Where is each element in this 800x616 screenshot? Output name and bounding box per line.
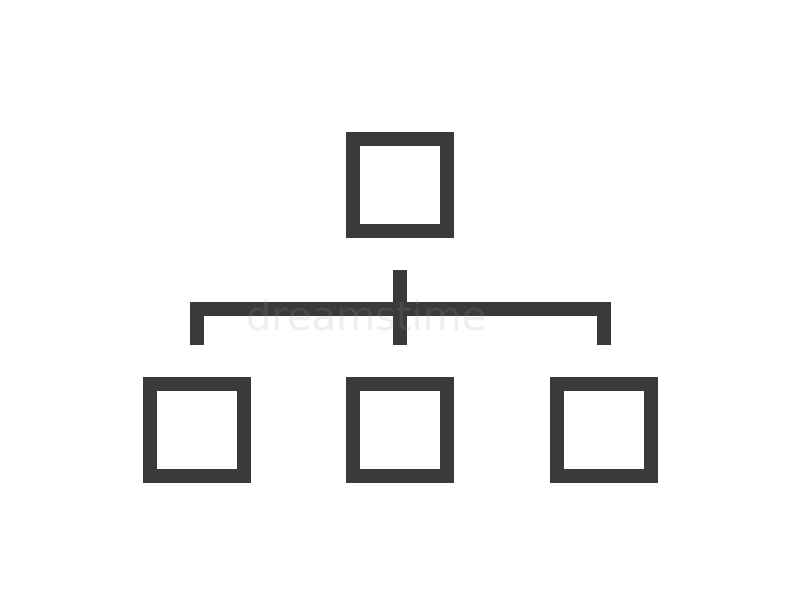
child-node-right-box <box>550 377 658 483</box>
child-node-left-box <box>143 377 251 483</box>
root-node-box <box>346 132 454 238</box>
child-node-center-box <box>346 377 454 483</box>
branch-connector <box>190 302 611 345</box>
